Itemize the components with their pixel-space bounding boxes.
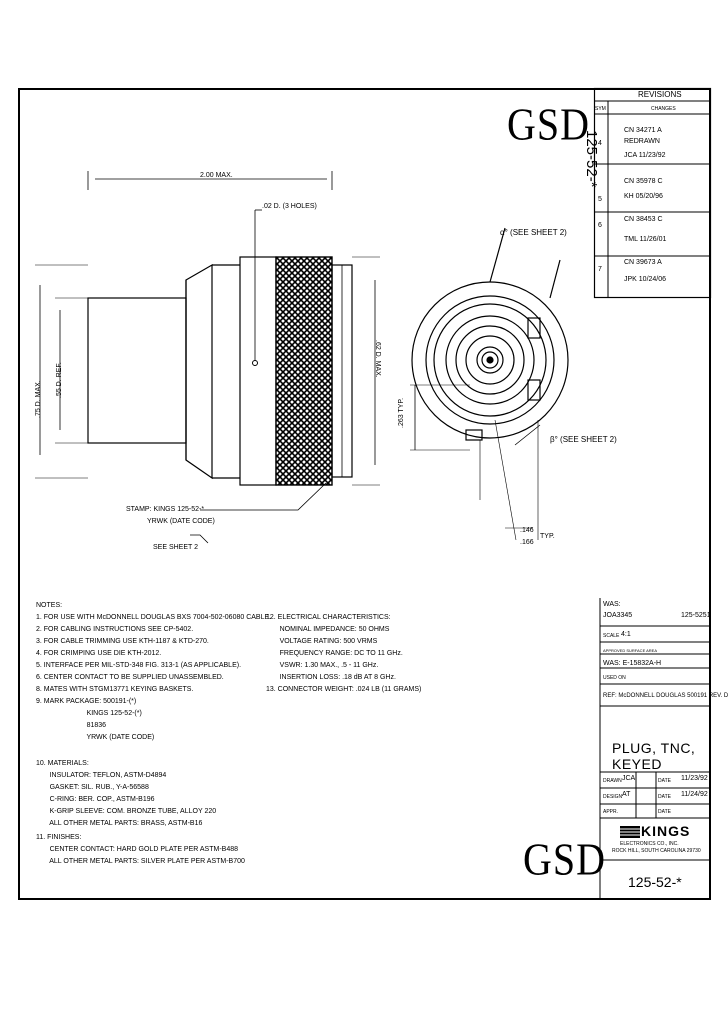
tb-company-line2: ROCK HILL, SOUTH CAROLINA 29730 [612,848,701,854]
see-sheet-2-note: SEE SHEET 2 [153,544,199,551]
note-line: 2. FOR CABLING INSTRUCTIONS SEE CP-5402. [36,626,194,633]
revisions-table-lines [593,87,712,299]
dim-263-typ: .263 TYP. [398,397,405,428]
rev-line: CN 34271 A [624,127,662,134]
gsd-stamp-bottom: GSD [523,833,607,885]
note-line: 4. FOR CRIMPING USE DIE KTH-2012. [36,650,162,657]
tb-company: KINGS [641,823,691,839]
kings-logo-icon [620,826,640,838]
note-line: INSERTION LOSS: .18 dB AT 8 GHz. [266,674,396,681]
note-line: 11. FINISHES: [36,834,82,841]
rev-line: TML 11/26/01 [624,236,667,243]
tb-surface-label: APPROVED SURFACE AREA [603,648,658,653]
tb-drawn-date: 11/23/92 [681,775,708,782]
tb-scale-value: 4:1 [621,631,631,638]
rev-line: CN 35978 C [624,178,663,185]
revisions-col-changes: CHANGES [651,106,676,112]
rev-sym: 5 [598,196,602,203]
title-block-lines [599,598,711,900]
note-line: YRWK (DATE CODE) [36,734,155,741]
dim-166: .166 [520,539,534,546]
note-line: 8. MATES WITH STGM13771 KEYING BASKETS. [36,686,194,693]
note-line: 81836 [36,722,107,729]
note-line: GASKET: SIL. RUB., Y-A-56588 [36,784,149,791]
tb-design-label: DESIGN [603,794,623,800]
note-line: 13. CONNECTOR WEIGHT: .024 LB (11 GRAMS) [266,686,422,693]
note-line: 10. MATERIALS: [36,760,89,767]
note-line: 5. INTERFACE PER MIL-STD-348 FIG. 313-1 … [36,662,242,669]
note-line: KINGS 125-52-(*) [36,710,142,717]
note-line: 6. CENTER CONTACT TO BE SUPPLIED UNASSEM… [36,674,224,681]
note-line: VOLTAGE RATING: 500 VRMS [266,638,378,645]
dim-overall-length: 2.00 MAX. [200,172,233,179]
note-line: CENTER CONTACT: HARD GOLD PLATE PER ASTM… [36,846,239,853]
rev-line: JCA 11/23/92 [624,152,666,159]
note-line: ALL OTHER METAL PARTS: SILVER PLATE PER … [36,858,245,865]
tb-was2: WAS: E-15832A-H [603,660,662,667]
dim-beta: β° (SEE SHEET 2) [550,435,617,444]
rev-line: REDRAWN [624,138,660,145]
tb-part-number: 125-52-* [628,874,682,890]
note-line: 1. FOR USE WITH McDONNELL DOUGLAS BXS 70… [36,614,272,621]
dim-alpha: α° (SEE SHEET 2) [500,228,567,237]
note-line: 12. ELECTRICAL CHARACTERISTICS: [266,614,391,621]
rev-sym: 6 [598,222,602,229]
tb-design-date: 11/24/92 [681,791,708,798]
note-line: C-RING: BER. COP., ASTM-B196 [36,796,155,803]
note-line: NOMINAL IMPEDANCE: 50 OHMS [266,626,390,633]
note-line: 9. MARK PACKAGE: 500191-(*) [36,698,137,705]
tb-drawn-label: DRAWN [603,778,622,784]
tb-date-label: DATE [658,794,671,800]
rev-line: CN 39673 A [624,259,662,266]
note-line: FREQUENCY RANGE: DC TO 11 GHz. [266,650,403,657]
note-line: K-GRIP SLEEVE: COM. BRONZE TUBE, ALLOY 2… [36,808,217,815]
tb-used-on: USED ON [603,675,626,681]
rev-line: CN 38453 C [624,216,663,223]
dim-body-dia: .75 D. MAX. [35,380,42,418]
dim-holes: .02 D. (3 HOLES) [262,203,317,210]
note-line: 3. FOR CABLE TRIMMING USE KTH-1187 & KTD… [36,638,209,645]
tb-was-value: JOA3345 [603,612,633,619]
tb-design-by: AT [622,791,631,798]
revisions-header: REVISIONS [638,90,682,99]
dim-146: .146 [520,527,534,534]
gsd-stamp-top: GSD [507,98,591,150]
stamp-note-line2: YRWK (DATE CODE) [147,518,215,525]
tb-appr-date-label: DATE [658,809,671,815]
note-line: VSWR: 1.30 MAX., .5 - 11 GHz. [266,662,379,669]
dim-knurl-dia: .62 D. MAX. [374,340,381,378]
tb-pn-small: 125-5251 [681,612,711,619]
rev-line: JPK 10/24/06 [624,276,667,283]
tb-drawn-by: JCA [622,775,636,782]
connector-end-view [410,227,569,541]
dim-ref-dia: .55 D. REF. [56,362,63,398]
note-line: INSULATOR: TEFLON, ASTM-D4894 [36,772,167,779]
rev-sym: 7 [598,266,602,273]
tb-scale-label: SCALE [603,633,620,639]
note-line: NOTES: [36,602,63,609]
rev-sym: 4 [598,140,602,147]
tb-company-line1: ELECTRONICS CO., INC. [620,841,679,847]
note-line: ALL OTHER METAL PARTS: BRASS, ASTM-B16 [36,820,203,827]
tb-date-label: DATE [658,778,671,784]
drawing-border [18,88,711,900]
connector-side-view [35,171,380,544]
tb-appr-label: APPR. [603,809,619,815]
tb-title: PLUG, TNC, KEYED [612,740,696,772]
dim-typ: TYP. [540,533,555,540]
stamp-note-line1: STAMP: KINGS 125-52-* [126,506,205,513]
rev-line: KH 05/20/96 [624,193,663,200]
revisions-col-sym: SYM [595,106,606,112]
tb-ref: REF: McDONNELL DOUGLAS 500191 REV. D [603,693,728,699]
tb-was-label: WAS: [603,601,621,608]
